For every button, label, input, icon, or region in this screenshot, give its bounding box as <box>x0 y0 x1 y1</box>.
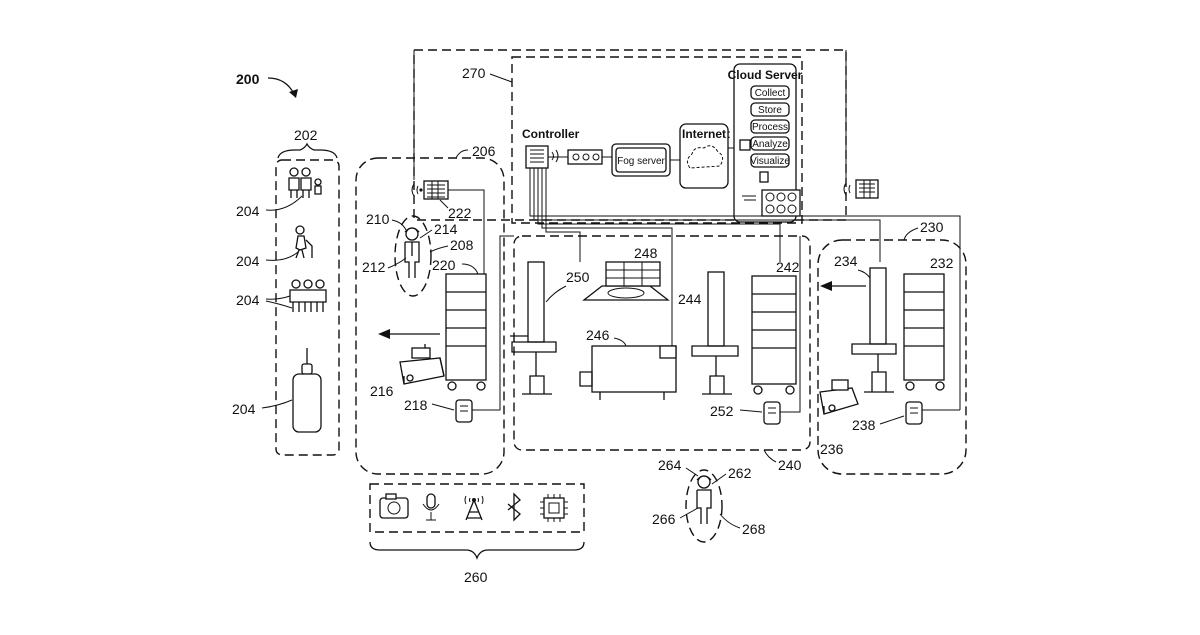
ref-240: 240 <box>778 457 802 473</box>
ref-236: 236 <box>820 441 844 457</box>
sensor-device-238-icon <box>906 402 922 424</box>
ref-210: 210 <box>366 211 390 227</box>
brace-260 <box>370 542 584 558</box>
worker-with-headset-icon <box>405 228 419 278</box>
antenna-tower-icon <box>465 496 483 520</box>
ref-206: 206 <box>472 143 496 159</box>
ref-260: 260 <box>464 569 488 585</box>
sensor-row-260: 260 <box>370 484 584 585</box>
cloud-fn-store: Store <box>758 105 782 116</box>
ref-230: 230 <box>920 219 944 235</box>
elderly-person-icon <box>296 226 312 258</box>
ref-204b: 204 <box>236 253 260 269</box>
figure-number: 200 <box>236 71 260 87</box>
ref-204c: 204 <box>236 292 260 308</box>
ref-262: 262 <box>728 465 752 481</box>
ref-212: 212 <box>362 259 386 275</box>
chip-icon <box>540 494 568 522</box>
tray-248-icon <box>584 262 668 300</box>
robot-arm-250-icon <box>510 262 556 394</box>
ref-208: 208 <box>450 237 474 253</box>
shelf-cart-242-icon <box>752 276 796 394</box>
gateway-box <box>568 150 602 164</box>
ref-238: 238 <box>852 417 876 433</box>
ref-220: 220 <box>432 257 456 273</box>
figure-arrow-head <box>289 89 298 98</box>
zone-230: 230 234 232 236 <box>818 219 966 474</box>
fog-server-box: Fog server <box>612 144 670 176</box>
rfid-reader-222-icon <box>412 181 448 199</box>
fog-server-label: Fog server <box>617 156 665 167</box>
zone-240: 240 250 248 246 <box>510 236 810 473</box>
family-icon <box>289 168 321 198</box>
ref-266: 266 <box>652 511 676 527</box>
worker-262: 264 262 266 268 <box>652 457 766 542</box>
server-icon <box>740 140 750 150</box>
internet-label-inner: Internet <box>682 127 726 141</box>
ref-242: 242 <box>776 259 800 275</box>
lock-icon <box>760 172 768 182</box>
controller-label: Controller <box>522 127 580 141</box>
machine-246-icon <box>580 346 676 400</box>
ref-204d: 204 <box>232 401 256 417</box>
ref-232: 232 <box>930 255 954 271</box>
internet-box: Internet Internet <box>680 124 730 188</box>
cloud-fn-analyze: Analyze <box>752 139 788 150</box>
ref-244: 244 <box>678 291 702 307</box>
zone-206: 206 222 210 214 208 212 <box>356 143 514 474</box>
ref-204a: 204 <box>236 203 260 219</box>
mobile-robot-216-icon <box>400 344 444 384</box>
ref-248: 248 <box>634 245 658 261</box>
ref-268: 268 <box>742 521 766 537</box>
figure-arrow <box>268 78 294 94</box>
cloud-fn-collect: Collect <box>755 88 786 99</box>
ref-218: 218 <box>404 397 428 413</box>
group-202-people: 202 204 204 204 <box>232 127 339 455</box>
ref-264: 264 <box>658 457 682 473</box>
cloud-fn-process: Process <box>752 122 788 133</box>
dashboard-icons <box>762 190 800 216</box>
camera-icon <box>380 494 408 518</box>
sensor-device-252-icon <box>764 402 780 424</box>
ref-202: 202 <box>294 127 318 143</box>
cloud-fn-visualize: Visualize <box>750 156 790 167</box>
ref-252: 252 <box>710 403 734 419</box>
bottle-icon <box>293 348 321 432</box>
microphone-icon <box>423 494 439 520</box>
shelf-cart-220-icon <box>446 274 486 390</box>
brace-202 <box>278 144 337 158</box>
ref-234: 234 <box>834 253 858 269</box>
mobile-robot-236-icon <box>820 380 858 414</box>
ref-250: 250 <box>566 269 590 285</box>
cloud-server-title: Cloud Server <box>728 68 803 82</box>
bluetooth-icon <box>508 494 520 520</box>
sensor-device-218-icon <box>456 400 472 422</box>
cloud-server-box: Cloud Server Collect Store Process Analy… <box>728 64 803 222</box>
ref-216: 216 <box>370 383 394 399</box>
ref-270: 270 <box>462 65 486 81</box>
rfid-reader-right-icon <box>844 180 878 198</box>
ref-222: 222 <box>448 205 472 221</box>
group-of-people-icon <box>290 280 326 312</box>
ref-214: 214 <box>434 221 458 237</box>
ref-246: 246 <box>586 327 610 343</box>
shelf-cart-232-icon <box>904 274 944 390</box>
